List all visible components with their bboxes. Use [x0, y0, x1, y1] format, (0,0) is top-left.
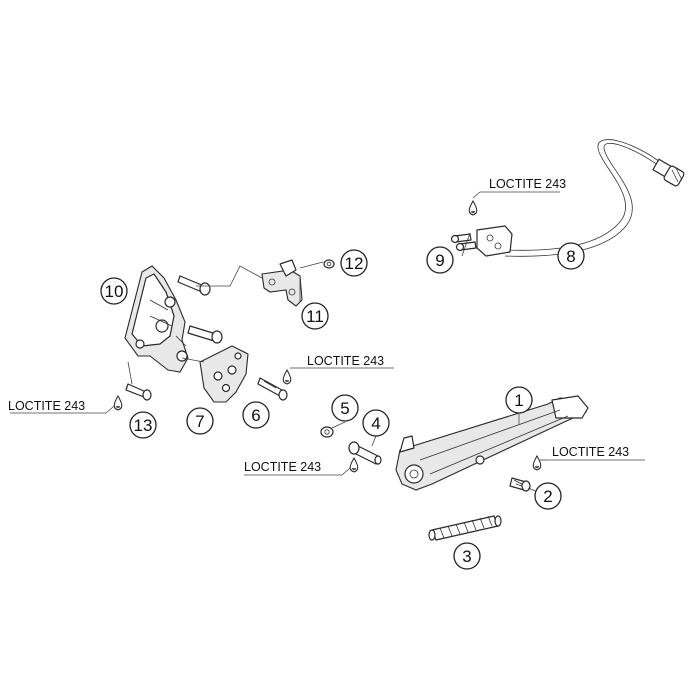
callout-9: 9	[426, 246, 454, 274]
loctite-note-pivot: LOCTITE 243	[244, 460, 321, 474]
callout-5-label: 5	[340, 399, 349, 418]
callout-5: 5	[331, 394, 359, 422]
callout-6-label: 6	[251, 406, 260, 425]
callout-13-label: 13	[134, 416, 153, 435]
bracket-bolt-upper	[177, 275, 211, 296]
spacer-plate	[199, 345, 249, 403]
bracket-nut-12	[323, 259, 335, 269]
callout-8: 8	[557, 242, 585, 270]
callout-10: 10	[100, 277, 128, 305]
loctite-drop-4	[349, 456, 359, 473]
cable-connector	[652, 158, 685, 187]
bracket-bolt-lower	[125, 383, 152, 401]
callout-7: 7	[186, 407, 214, 435]
pivot-nut	[320, 426, 334, 438]
loctite-drop-13	[113, 394, 123, 411]
loctite-note-spring-bolt: LOCTITE 243	[552, 445, 629, 459]
callout-13: 13	[129, 411, 157, 439]
loctite-note-cable: LOCTITE 243	[489, 177, 566, 191]
leader-loctite-9	[472, 191, 481, 199]
leader-loctite-13	[105, 405, 115, 414]
callout-7-label: 7	[195, 412, 204, 431]
bracket-bolt-middle	[187, 325, 223, 344]
callout-2-label: 2	[543, 487, 552, 506]
mounting-bracket	[261, 259, 303, 307]
leader-7-link	[181, 357, 205, 363]
callout-1-label: 1	[514, 391, 523, 410]
cable-assembly	[450, 139, 685, 257]
callout-10-label: 10	[105, 282, 124, 301]
leader-12-nut	[299, 261, 324, 269]
callout-3-label: 3	[462, 547, 471, 566]
callout-12: 12	[340, 249, 368, 277]
callout-11: 11	[301, 302, 329, 330]
return-spring	[428, 515, 502, 541]
leader-4	[371, 435, 377, 447]
side-stand	[395, 395, 589, 491]
callout-3: 3	[453, 542, 481, 570]
footrest-bracket	[124, 265, 189, 373]
callout-4: 4	[362, 409, 390, 437]
cable-line-a	[504, 139, 661, 251]
cable-line-b	[504, 143, 663, 257]
callout-6: 6	[242, 401, 270, 429]
loctite-note-bracket: LOCTITE 243	[8, 399, 85, 413]
callout-2: 2	[534, 482, 562, 510]
leader-9	[461, 232, 471, 257]
spring-bolt	[509, 477, 531, 492]
leader-13-bolt	[127, 361, 133, 385]
bracket-screws	[450, 233, 477, 252]
callout-11-label: 11	[306, 307, 324, 326]
loctite-note-stud: LOCTITE 243	[307, 354, 384, 368]
callout-1: 1	[505, 386, 533, 414]
callout-9-label: 9	[435, 251, 444, 270]
stud-bolt	[257, 377, 288, 401]
loctite-drop-9	[468, 199, 478, 216]
pivot-bolt	[348, 441, 382, 465]
loctite-drop-6	[282, 368, 292, 385]
leader-5	[331, 421, 346, 429]
callout-8-label: 8	[566, 247, 575, 266]
sensor-bracket	[476, 225, 513, 257]
leader-loctite-4	[341, 467, 351, 476]
leader-bracket-11-link	[196, 265, 263, 287]
callout-4-label: 4	[371, 414, 380, 433]
callout-12-label: 12	[345, 254, 364, 273]
loctite-drop-2	[532, 454, 542, 471]
